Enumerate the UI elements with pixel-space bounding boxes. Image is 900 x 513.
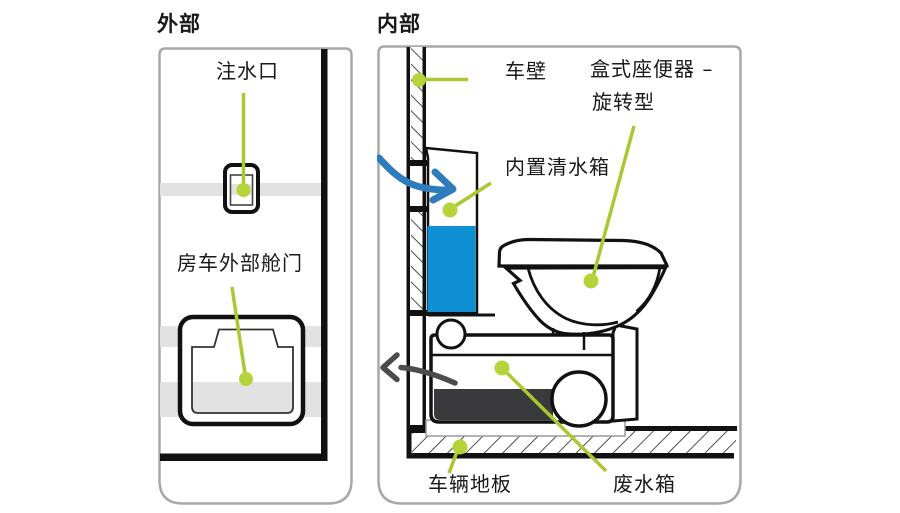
exterior-panel (158, 47, 353, 505)
exterior-title: 外部 (157, 12, 201, 36)
label-vehicle-floor: 车辆地板 (428, 472, 512, 496)
hatch-door-leader (230, 286, 253, 386)
cassette-pullout-arrowhead (380, 352, 400, 383)
toilet-leader (583, 125, 636, 289)
label-cassette-toilet-line1: 盒式座便器 – (590, 57, 714, 81)
hatch-door-leader-dot (239, 372, 253, 386)
toilet-base-column (611, 323, 639, 423)
cassette-toilet (497, 237, 669, 350)
waste-tank-leader (494, 360, 608, 473)
rv-bottom-edge-line (160, 453, 328, 461)
fill-port-leader (236, 93, 251, 197)
fresh-tank-leader (442, 181, 492, 218)
toilet-lid (497, 237, 669, 268)
label-fresh-water-tank: 内置清水箱 (505, 155, 610, 179)
interior-title: 内部 (377, 12, 421, 36)
label-vehicle-wall: 车壁 (505, 59, 547, 83)
vehicle-floor-leader (447, 439, 468, 474)
cassette-roller (435, 318, 467, 350)
cassette-pullout-arrow (380, 352, 458, 386)
vehicle-wall-leader (412, 73, 468, 87)
water-fill-arrowhead (429, 168, 457, 204)
label-waste-water-tank: 废水箱 (613, 472, 676, 496)
label-fill-port: 注水口 (216, 59, 279, 83)
rv-side-edge-line (321, 49, 328, 461)
interior-panel (377, 45, 742, 505)
water-fill-arrow (377, 154, 457, 204)
cassette-body (429, 318, 615, 428)
toilet-pedestal-joints (551, 328, 586, 350)
exterior-hatch-door (177, 314, 306, 427)
fill-port-leader-dot (236, 183, 251, 197)
toilet-bowl-inner-right (635, 266, 662, 313)
fresh-water-fill (427, 226, 476, 312)
waste-level-fill (434, 389, 553, 420)
toilet-bowl-inner-curve (526, 267, 619, 327)
label-exterior-hatch: 房车外部舱门 (177, 251, 303, 275)
cassette-wheel (550, 370, 608, 428)
label-cassette-toilet-line2: 旋转型 (592, 90, 655, 114)
